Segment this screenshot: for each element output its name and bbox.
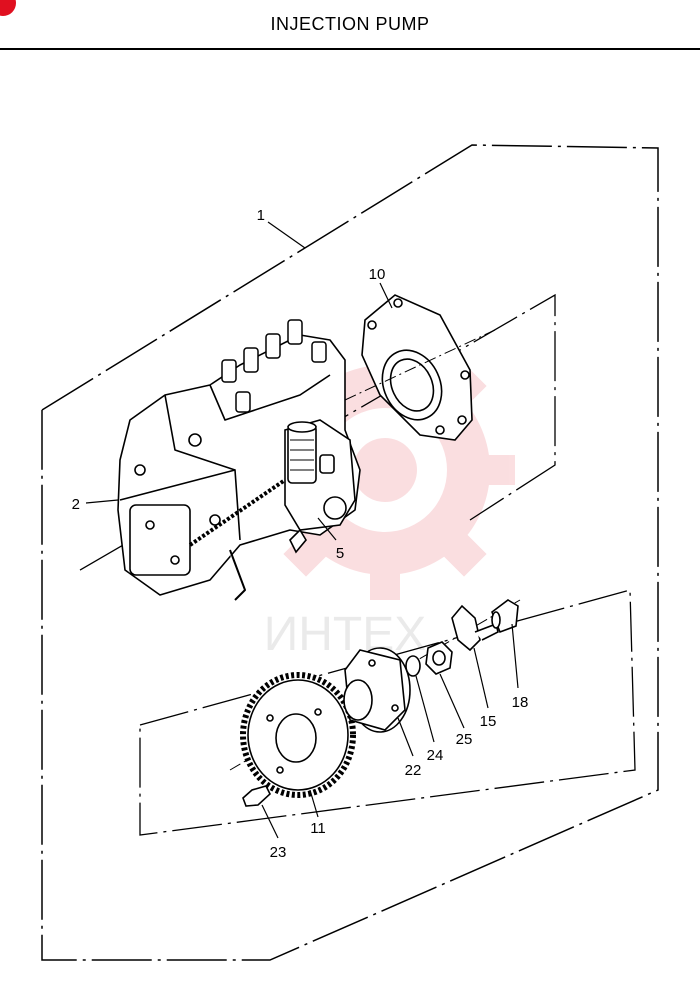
drive-gear	[240, 672, 356, 798]
pump-centerline	[344, 329, 496, 401]
injection-pump	[117, 319, 361, 601]
callout-10: 10	[369, 266, 386, 283]
hub	[343, 647, 411, 733]
callout-23: 23	[270, 844, 287, 861]
header-divider	[0, 48, 700, 50]
filter-housing	[284, 419, 356, 554]
nut	[425, 641, 453, 675]
callout-2: 2	[72, 496, 80, 513]
callout-18: 18	[512, 694, 529, 711]
page-title: INJECTION PUMP	[270, 14, 430, 34]
callout-11: 11	[310, 820, 326, 837]
callout-15: 15	[480, 713, 497, 730]
callout-5: 5	[336, 545, 344, 562]
corner-logo-mark	[0, 0, 16, 16]
lock-washer	[451, 604, 499, 652]
callout-24: 24	[427, 747, 444, 764]
flange-plate	[361, 294, 473, 441]
callout-25: 25	[456, 731, 473, 748]
bolt	[491, 599, 519, 634]
outer-assembly-frame	[41, 144, 659, 961]
callout-22: 22	[405, 762, 422, 779]
watermark-text: ИНТЕХ	[264, 608, 427, 661]
spring-washer	[405, 655, 421, 677]
callout-1: 1	[257, 207, 265, 224]
gear-bolt	[242, 785, 271, 807]
leader-lines	[85, 221, 519, 839]
